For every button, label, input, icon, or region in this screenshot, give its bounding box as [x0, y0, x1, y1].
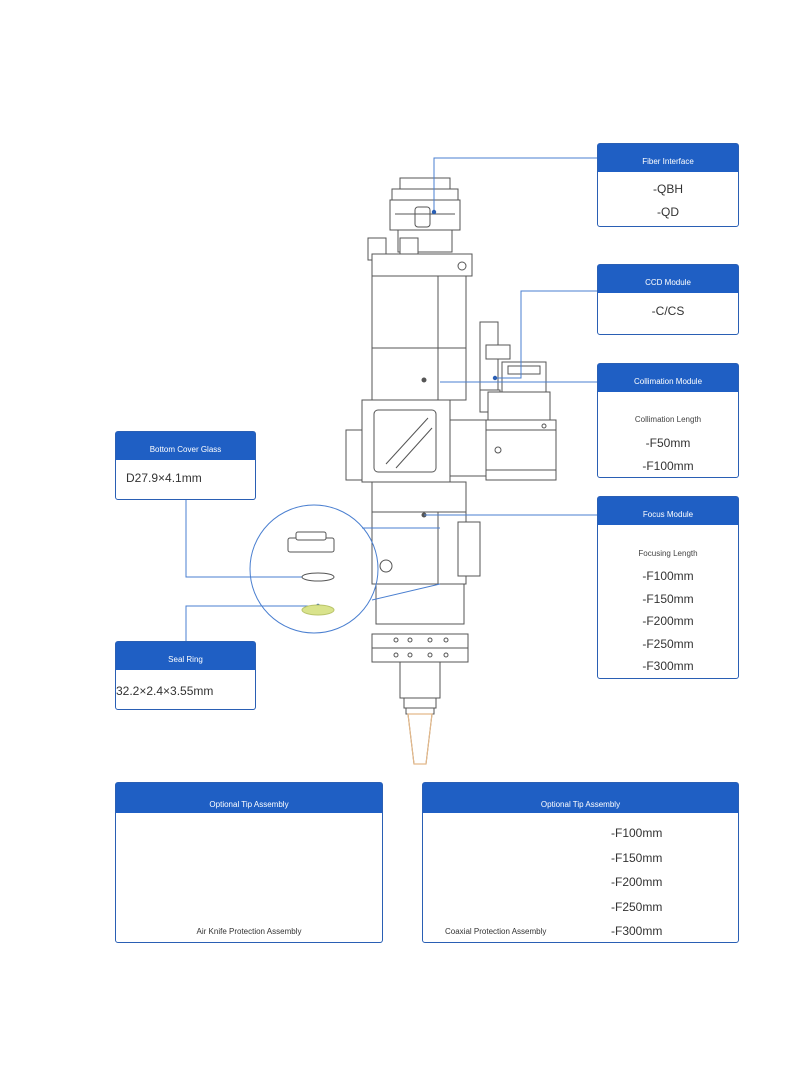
- ccd-option: -C/CS: [651, 304, 685, 318]
- ccd-module-title: CCD Module: [598, 265, 738, 293]
- fiber-option-qd: -QD: [657, 205, 679, 219]
- coaxial-panel-title: Optional Tip Assembly: [423, 783, 738, 813]
- ccd-module-callout: CCD Module -C/CS: [597, 264, 739, 335]
- collimation-option: -F50mm: [645, 436, 691, 450]
- fiber-option-qbh: -QBH: [653, 182, 683, 196]
- coaxial-option-list: -F100mm -F150mm -F200mm -F250mm -F300mm: [611, 821, 662, 944]
- seal-ring-size: 32.2×2.4×3.55mm: [116, 684, 214, 698]
- focus-option: -F150mm: [642, 591, 694, 606]
- focusing-length-label: Focusing Length: [638, 549, 698, 558]
- coaxial-option: -F200mm: [611, 875, 663, 889]
- air-knife-panel: Optional Tip Assembly Air Knife Protecti…: [115, 782, 383, 943]
- focus-module-callout: Focus Module Focusing Length -F100mm -F1…: [597, 496, 739, 679]
- seal-ring-callout: Seal Ring 32.2×2.4×3.55mm: [115, 641, 256, 710]
- bottom-cover-glass-size: D27.9×4.1mm: [126, 471, 202, 485]
- coaxial-option: -F250mm: [611, 899, 663, 914]
- coaxial-option: -F150mm: [611, 850, 663, 865]
- bottom-cover-glass-callout: Bottom Cover Glass D27.9×4.1mm: [115, 431, 256, 500]
- bottom-cover-glass-title: Bottom Cover Glass: [116, 432, 255, 460]
- focus-option: -F200mm: [642, 614, 694, 628]
- seal-ring-title: Seal Ring: [116, 642, 255, 670]
- collimation-module-callout: Collimation Module Collimation Length -F…: [597, 363, 739, 478]
- collimation-option: -F100mm: [642, 459, 694, 473]
- collimation-module-title: Collimation Module: [598, 364, 738, 392]
- focus-module-title: Focus Module: [598, 497, 738, 525]
- coaxial-panel: Optional Tip Assembly -F100mm -F150mm -F…: [422, 782, 739, 943]
- focus-option: -F300mm: [642, 659, 694, 673]
- focus-option: -F250mm: [642, 636, 694, 651]
- air-knife-caption: Air Knife Protection Assembly: [196, 927, 302, 936]
- fiber-interface-title: Fiber Interface: [598, 144, 738, 172]
- coaxial-caption: Coaxial Protection Assembly: [445, 927, 547, 936]
- collimation-length-label: Collimation Length: [634, 415, 702, 424]
- coaxial-option: -F300mm: [611, 924, 663, 938]
- coaxial-option: -F100mm: [611, 826, 663, 840]
- focus-option: -F100mm: [642, 569, 694, 583]
- air-knife-panel-title: Optional Tip Assembly: [116, 783, 382, 813]
- fiber-interface-callout: Fiber Interface -QBH -QD: [597, 143, 739, 227]
